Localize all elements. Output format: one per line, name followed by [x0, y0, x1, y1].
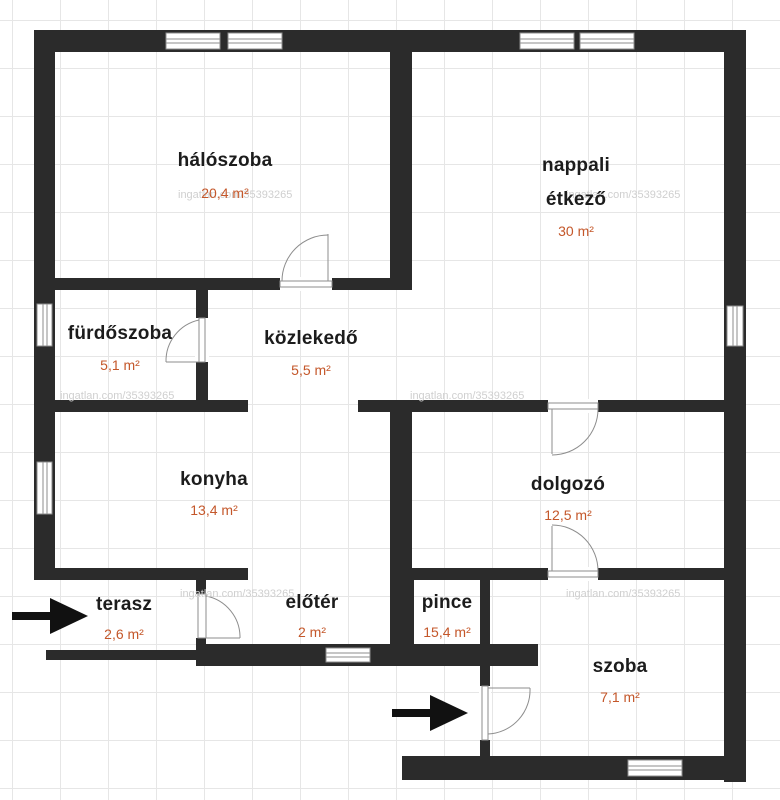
door-swing-icon — [279, 234, 333, 288]
room-area-pince: 15,4 m² — [423, 624, 471, 640]
wall-kitchen-bottom — [34, 568, 248, 580]
wall-terrace-bottom — [46, 650, 198, 660]
room-name-konyha: konyha — [180, 469, 248, 490]
room-area-dolgozo: 12,5 m² — [544, 507, 592, 523]
door-swing-icon — [547, 402, 599, 456]
windows — [36, 32, 744, 777]
watermark: ingatlan.com/35393265 — [566, 588, 681, 600]
window-icon — [36, 303, 53, 347]
room-name-halo: hálószoba — [177, 150, 273, 171]
watermark: ingatlan.com/35393265 — [60, 390, 175, 402]
wall-pince-left — [404, 568, 414, 666]
room-name-furdo: fürdőszoba — [67, 323, 173, 344]
watermark: ingatlan.com/35393265 — [180, 588, 295, 600]
room-name-nappali: nappali — [542, 155, 610, 176]
room-name-pince: pince — [421, 592, 473, 613]
room-area-halo: 20,4 m² — [201, 185, 249, 201]
window-icon — [165, 32, 221, 50]
wall-bedroom-right — [390, 30, 412, 288]
door-swings — [165, 234, 599, 741]
room-area-eloter: 2 m² — [298, 624, 326, 640]
door-swing-icon — [481, 685, 531, 741]
wall-bottom — [402, 756, 746, 780]
room-name-eloter: előtér — [285, 592, 339, 613]
room-name-szoba: szoba — [592, 656, 648, 677]
wall-bath-bottom — [34, 400, 248, 412]
room-area-furdo: 5,1 m² — [100, 357, 140, 373]
door-swing-icon — [197, 593, 241, 639]
watermark: ingatlan.com/35393265 — [410, 390, 525, 402]
room-area-konyha: 13,4 m² — [190, 502, 238, 518]
room-area-terasz: 2,6 m² — [104, 626, 144, 642]
window-icon — [726, 305, 744, 347]
room-name-kozlekedo: közlekedő — [264, 328, 358, 349]
door-swing-icon — [165, 317, 206, 363]
room-name-etkezo: étkező — [545, 189, 607, 210]
entrance-arrows — [12, 598, 468, 731]
entrance-arrow-icon — [12, 598, 88, 634]
room-area-nappali: 30 m² — [558, 223, 594, 239]
window-icon — [519, 32, 575, 50]
window-icon — [579, 32, 635, 50]
room-area-szoba: 7,1 m² — [600, 689, 640, 705]
room-name-dolgozo: dolgozó — [530, 474, 606, 495]
wall-pince-right — [480, 578, 490, 660]
entrance-arrow-icon — [392, 695, 468, 731]
window-icon — [227, 32, 283, 50]
window-icon — [627, 759, 683, 777]
watermark: ingatlan.com/35393265 — [178, 189, 293, 201]
door-swing-icon — [547, 524, 599, 578]
room-name-terasz: terasz — [95, 594, 153, 615]
wall-bedroom-bottom — [34, 278, 412, 290]
walls — [34, 30, 746, 782]
window-icon — [36, 461, 53, 515]
room-area-kozlekedo: 5,5 m² — [291, 362, 331, 378]
watermark: ingatlan.com/35393265 — [566, 189, 681, 201]
window-icon — [325, 647, 371, 663]
